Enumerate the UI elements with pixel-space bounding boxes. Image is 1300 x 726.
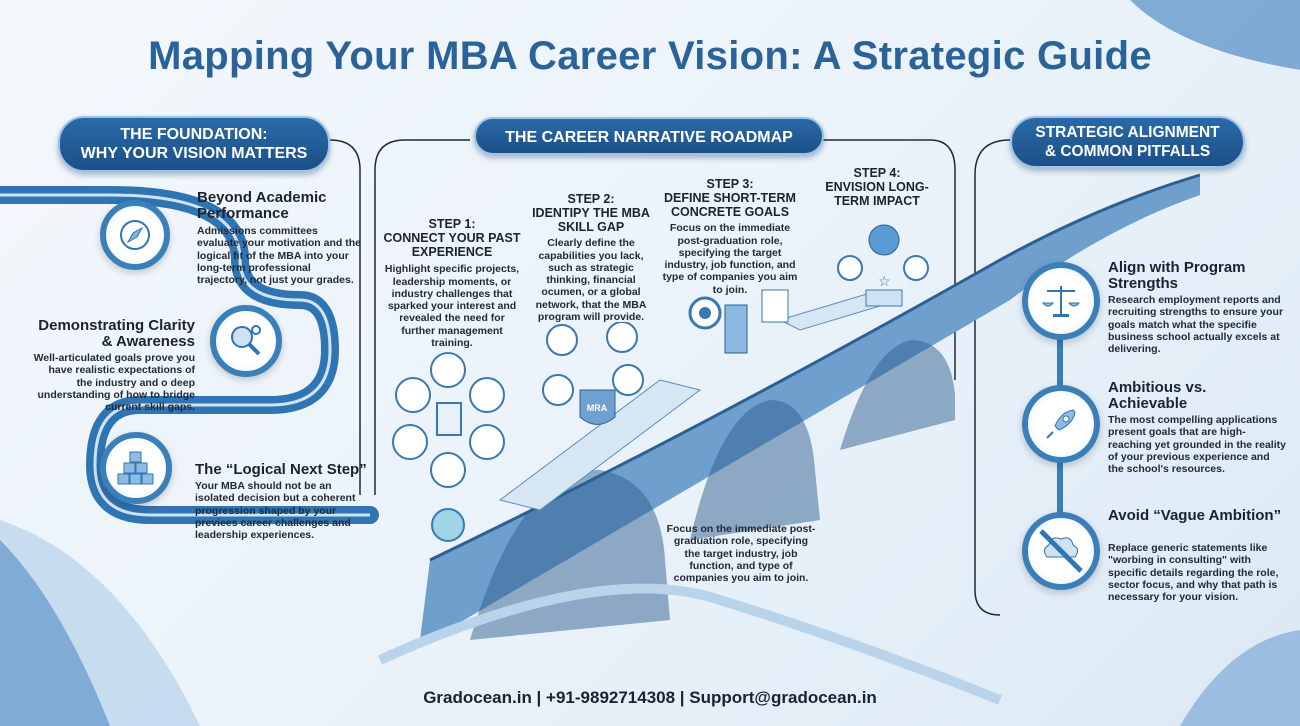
blocks-icon (100, 432, 172, 504)
left-item-text: Well-articulated goals prove you have re… (33, 352, 195, 414)
scales-icon (1022, 262, 1100, 340)
alignment-header-line1: STRATEGIC ALIGNMENT (1035, 124, 1220, 141)
mba-shield-badge: MRA (586, 403, 608, 413)
compass-icon (100, 200, 170, 270)
left-item-text: Admissions committees evaluate your moti… (197, 225, 361, 287)
right-item-text: Research employment reports and recruiti… (1108, 294, 1284, 356)
foundation-header-line2: WHY YOUR VISION MATTERS (80, 145, 308, 163)
right-item-text: The most compelling applications present… (1108, 414, 1286, 476)
no-cloud-icon (1022, 512, 1100, 590)
step-2: STEP 2: IDENTIPY THE MBA SKILL GAP Clear… (525, 192, 657, 323)
foundation-header: THE FOUNDATION: WHY YOUR VISION MATTERS (58, 116, 330, 172)
step-text: Highlight specific projects, leadership … (384, 263, 520, 349)
experience-icon-cluster (392, 352, 505, 542)
right-item-title: Avoid “Vague Ambition” (1108, 507, 1282, 524)
rocket-icon (1022, 385, 1100, 463)
step-1: STEP 1: CONNECT YOUR PAST EXPERIENCE Hig… (382, 217, 522, 349)
step-title: ENVISION LONG-TERM IMPACT (825, 179, 929, 208)
footer-contact: Gradocean.in | +91-9892714308 | Support@… (423, 688, 877, 707)
step-label: STEP 3: (706, 177, 754, 191)
right-item-text: Replace generic statements like "worbing… (1108, 542, 1279, 604)
left-item-title: Demonstrating Clarity & Awareness (38, 317, 195, 350)
goals-icon-cluster (688, 289, 789, 354)
step-title: CONNECT YOUR PAST EXPERIENCE (383, 230, 521, 259)
step-3: STEP 3: DEFINE SHORT-TERM CONCRETE GOALS… (660, 177, 800, 296)
left-item-text: Your MBA should not be an isolated decis… (195, 480, 356, 542)
left-item-title: Beyond Academic Performance (197, 189, 327, 222)
step-text: Focus on the immediate post-graduation r… (662, 222, 798, 296)
svg-text:☆: ☆ (878, 273, 891, 289)
skill-gap-icon-cluster (542, 322, 644, 425)
step-label: STEP 4: (853, 166, 901, 180)
step-title: DEFINE SHORT-TERM CONCRETE GOALS (664, 190, 796, 219)
bottom-note: Focus on the immediate post-graduation r… (666, 523, 816, 585)
magnifier-gear-icon (210, 305, 282, 377)
alignment-header: STRATEGIC ALIGNMENT & COMMON PITFALLS (1010, 116, 1245, 168)
impact-icon-cluster: ☆ (837, 224, 929, 307)
alignment-header-line2: & COMMON PITFALLS (1044, 142, 1211, 160)
page-title: Mapping Your MBA Career Vision: A Strate… (148, 34, 1152, 78)
left-item-title: The “Logical Next Step” (195, 461, 367, 478)
right-item-title: Align with Program Strengths (1108, 259, 1246, 292)
foundation-header-line1: THE FOUNDATION: (120, 126, 268, 143)
right-item-title: Ambitious vs. Achievable (1108, 379, 1207, 412)
step-title: IDENTIPY THE MBA SKILL GAP (532, 205, 650, 234)
step-4: STEP 4: ENVISION LONG-TERM IMPACT (812, 166, 942, 208)
step-text: Clearly define the capabilities you lack… (535, 237, 647, 323)
start-node-icon (431, 508, 465, 542)
step-label: STEP 2: (567, 192, 615, 206)
step-label: STEP 1: (428, 217, 476, 231)
roadmap-header: THE CAREER NARRATIVE ROADMAP (474, 117, 824, 155)
